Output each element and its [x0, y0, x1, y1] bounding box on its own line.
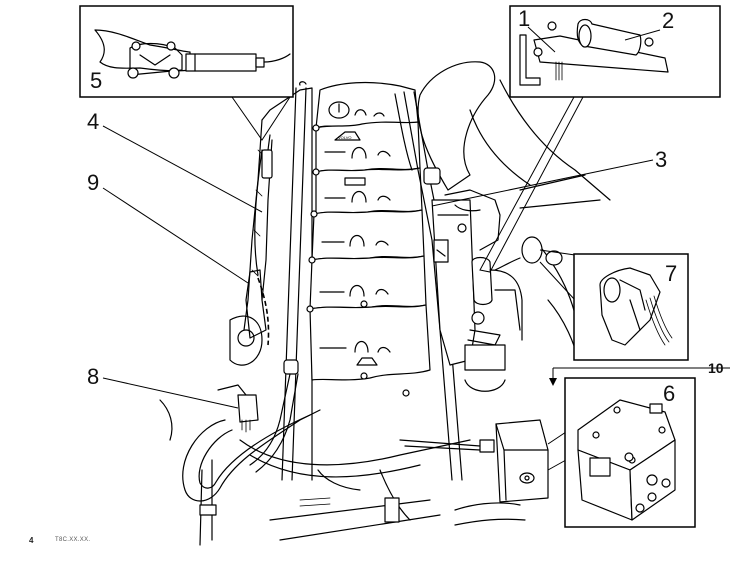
callout-2: 2 — [662, 8, 674, 33]
injection-pump — [431, 189, 501, 366]
inset-7: 7 — [539, 249, 689, 361]
callout-8: 8 — [87, 364, 99, 389]
fuel-rail-right — [394, 91, 463, 481]
callout-9: 9 — [87, 170, 99, 195]
coolant-hose-left — [182, 315, 321, 546]
main-callouts: 3 4 9 8 10 — [87, 109, 730, 409]
inset-6: 6 — [547, 377, 696, 528]
inset-5: 5 — [79, 5, 294, 141]
component-9-cover — [245, 134, 273, 346]
fuel-rail-left — [249, 81, 307, 481]
callout-10: 10 — [708, 360, 724, 376]
callout-6: 6 — [663, 381, 675, 406]
inset-1-2: 1 2 — [479, 5, 721, 273]
engine-block-left — [243, 87, 313, 481]
sensor-connector-ring — [494, 236, 563, 271]
arrow-10-icon — [549, 378, 557, 386]
intake-pipe — [417, 61, 611, 361]
engine-lower — [159, 399, 526, 541]
page-number: 4 — [29, 536, 34, 545]
actuator-on-engine — [464, 256, 523, 392]
connector-8 — [237, 394, 259, 433]
control-unit-on-engine — [399, 419, 549, 503]
callout-7: 7 — [665, 261, 677, 286]
figure-code: T8C.XX.XX. — [55, 537, 91, 543]
engine-drawing: VOLVO — [159, 61, 611, 546]
cover-badge: VOLVO — [338, 135, 352, 140]
callout-4: 4 — [87, 109, 99, 134]
callout-5: 5 — [90, 68, 102, 93]
callout-3: 3 — [655, 147, 667, 172]
callout-1: 1 — [518, 6, 530, 31]
valve-cover: VOLVO — [306, 81, 431, 397]
